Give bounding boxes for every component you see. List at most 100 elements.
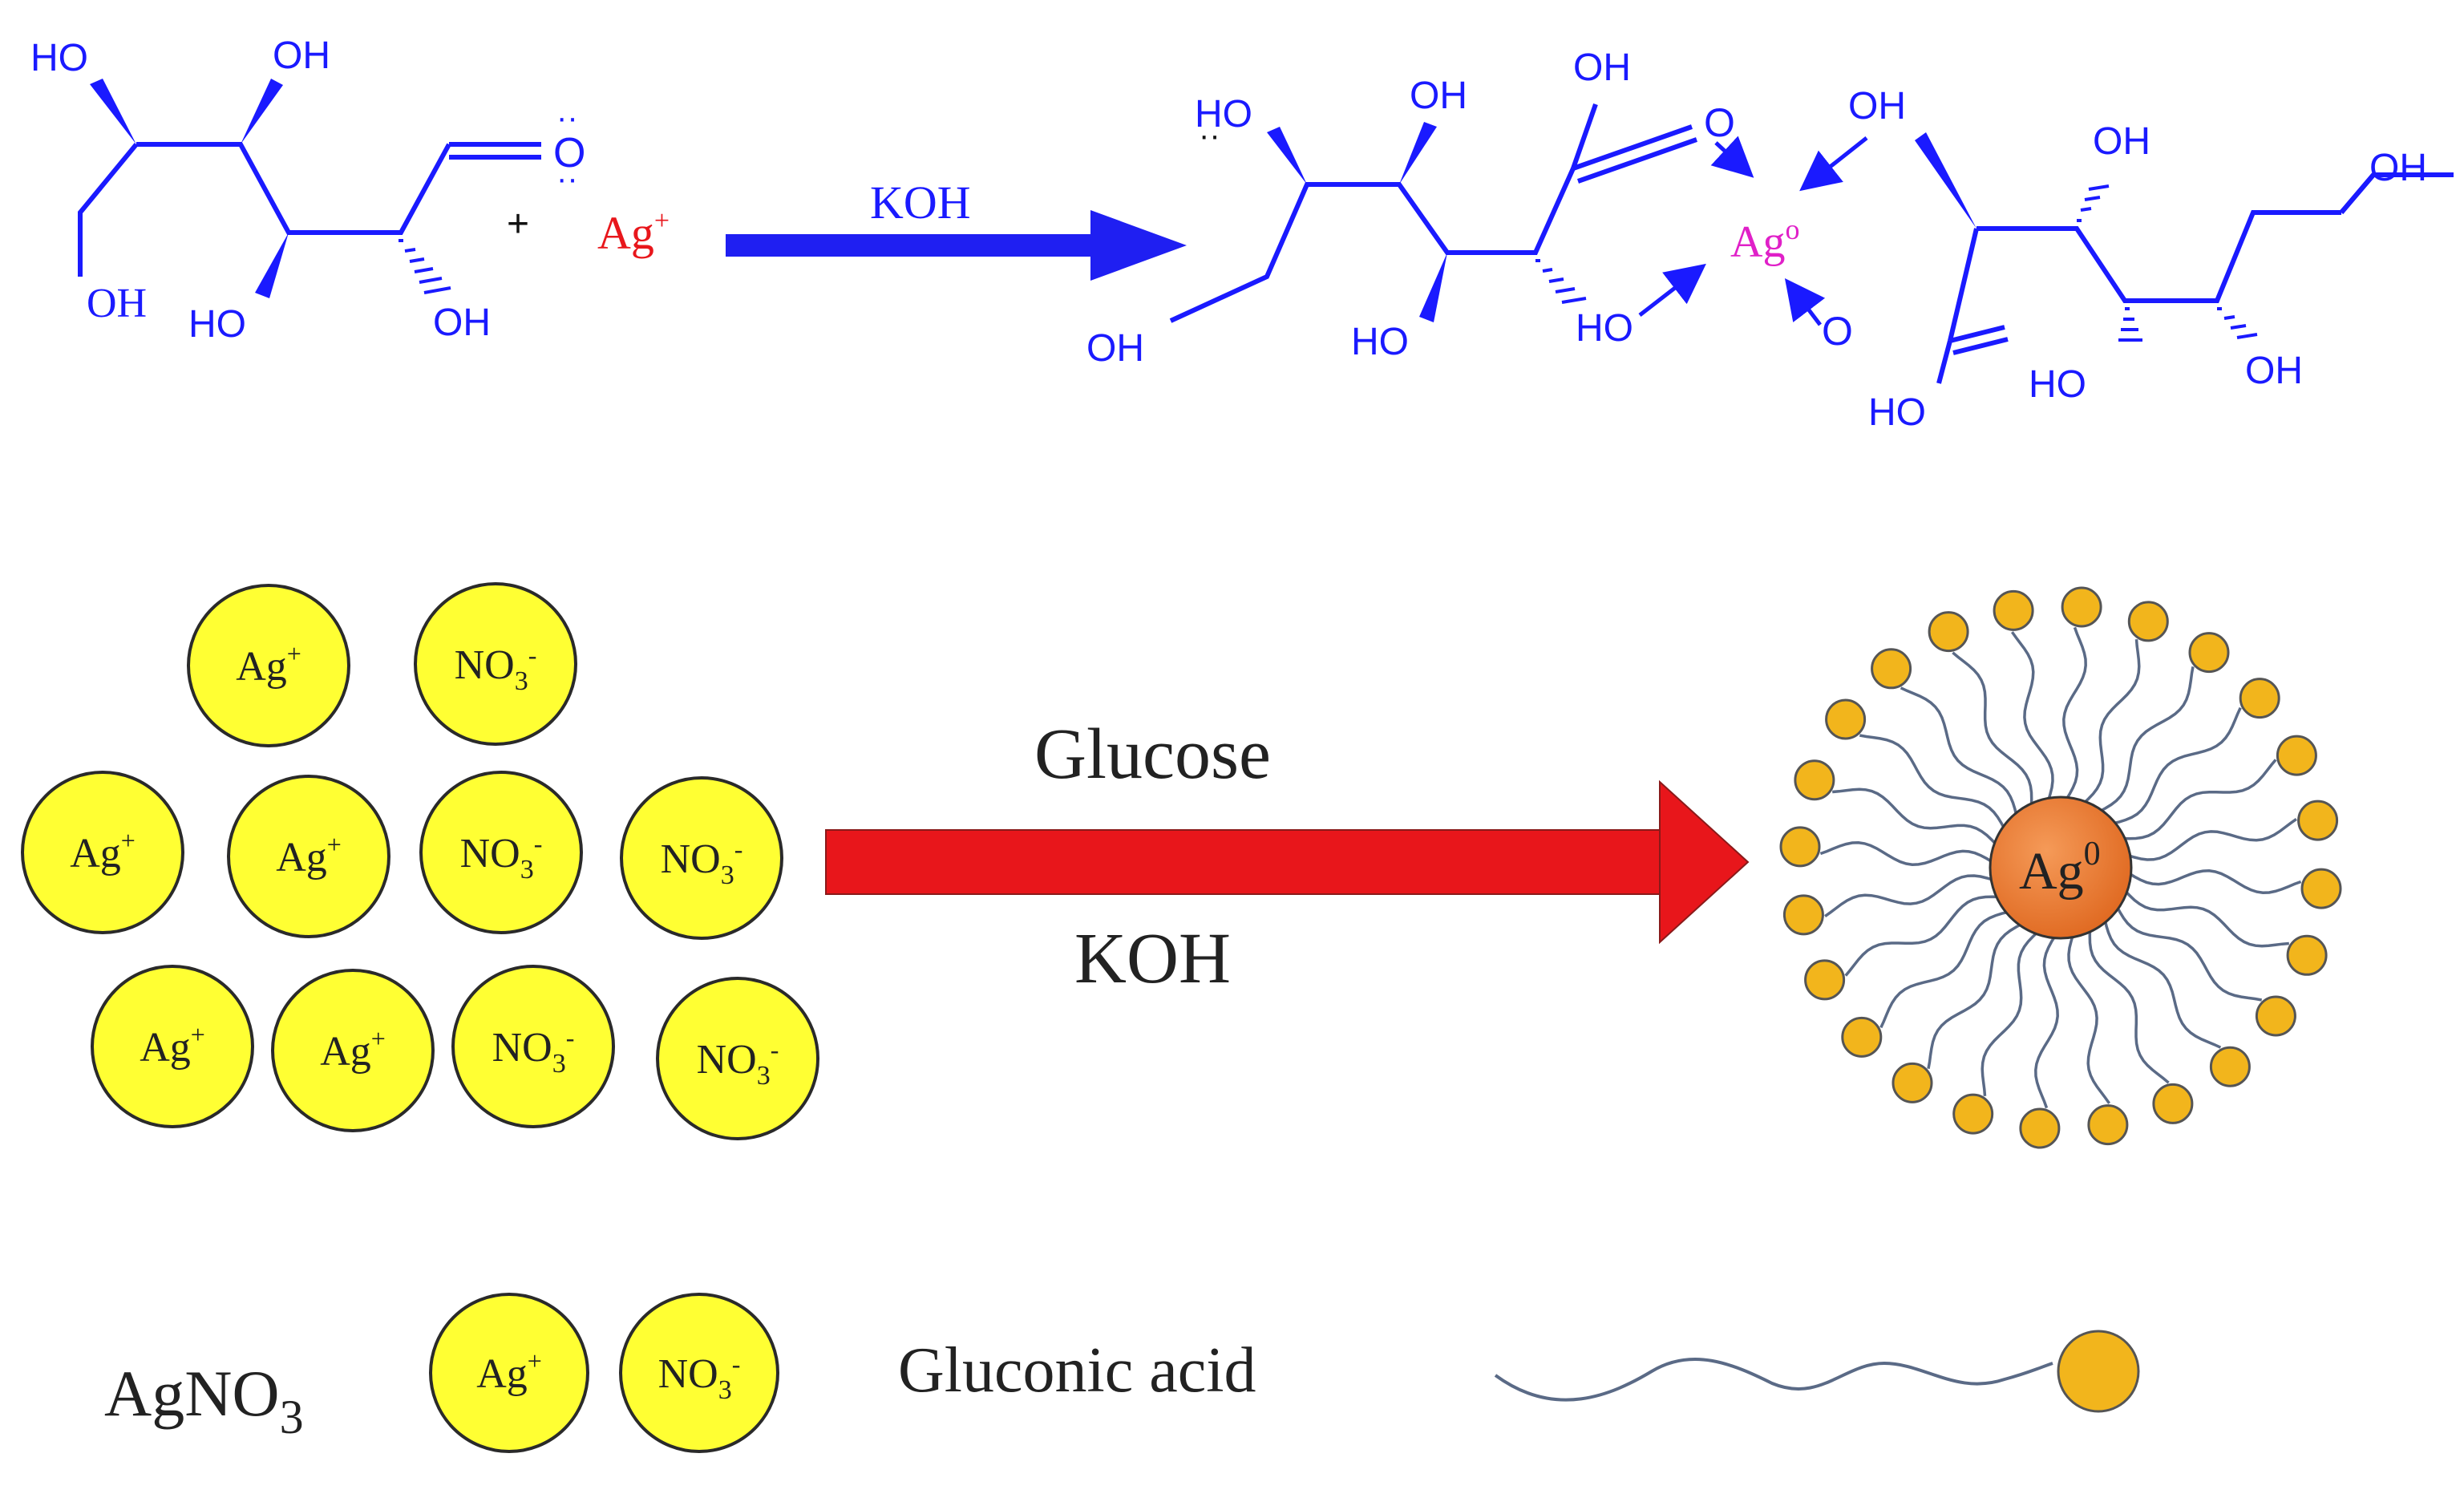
nitrate-ion-label: NO3- [492,1023,575,1079]
complex-oh-label: HO [1351,321,1409,363]
silver-ion-label: Ag+ [140,1020,205,1071]
silver-atom-label: Ago [1730,213,1799,267]
ligand-tail [2010,631,2054,801]
nitrate-ion-bubble: NO3- [451,965,615,1128]
ligand-tail [1832,787,1998,846]
complex-oh-label: OH [1086,327,1144,370]
synthesis-arrow-top-label: Glucose [1034,715,1271,794]
ligand-tail [1859,734,2006,830]
legend-ligand-tail [1494,1358,2053,1402]
right-acid-ho-label: HO [1868,391,1926,434]
ligand-head-icon [2255,995,2296,1037]
glucose-lone-pair: ·· [556,100,578,136]
legend: AgNO3 Ag+NO3- Gluconic acid [104,1293,2140,1453]
ligand-head-icon [2239,678,2280,719]
coordination-arrows [1638,136,1868,326]
ligand-tail [1824,874,1994,918]
nitrate-ion-label: NO3- [661,835,743,890]
nitrate-ion-label: NO3- [455,641,537,696]
ligand-tail [2127,817,2297,861]
glucose-lone-pair: ·· [556,161,578,196]
ligand-head-icon [2061,586,2102,628]
silver-ion-bubble: Ag+ [187,584,350,747]
ion-bubble-circle [419,771,583,934]
ion-bubble-circle [451,965,615,1128]
bridge-oh-label: HO [1576,307,1633,350]
nitrate-ion-label: NO3- [658,1350,741,1405]
ligand-head-icon [1779,826,1821,868]
ion-bubble-circle [271,969,435,1132]
ligand-head-icon [1825,698,1867,740]
ligand-head-icon [2209,1046,2251,1087]
ligand-tail [2034,934,2059,1109]
bridge-oh-label: OH [1848,85,1906,128]
bridge-oxygen-label: O [1822,309,1853,354]
ligand-head-icon [1794,759,1835,801]
synthesis-arrow [825,779,1750,945]
ligand-head-icon [1993,589,2034,631]
ligand-head-icon [2297,800,2339,841]
glucose-stereo-wedges [90,79,289,298]
ion-bubble-circle [620,776,783,940]
ion-bubble-circle [21,771,184,934]
silver-gluconate-complex [1169,103,2454,384]
glucose-oh-label: OH [273,34,330,77]
ligand-head-icon [2286,934,2328,976]
silver-ion-label: Ag+ [276,830,342,881]
silver-ion-label: Ag+ [70,826,136,877]
ion-bubble-circle [187,584,350,747]
nitrate-ion-label: NO3- [460,829,543,885]
ligand-head-icon [1928,611,1969,653]
ligand-head-icon [1841,1016,1883,1058]
right-oh-label: OH [2245,350,2303,392]
ligand-tail [1927,922,2023,1070]
complex-oh-label: OH [1410,75,1467,117]
silver-ion-bubble: Ag+ [227,775,390,938]
ligand-tail [1952,651,2033,807]
complex-oh-label: HO [1195,93,1252,136]
ligand-head-icon [2087,1104,2129,1146]
ligand-tail [1819,841,1994,866]
right-oh-label: HO [2029,363,2086,406]
silver-ion-bubble: Ag+ [91,965,254,1128]
nitrate-ion-bubble: NO3- [419,771,583,934]
complex-stereo-wedges [1267,122,1976,322]
nitrate-ion-bubble: NO3- [656,977,819,1140]
ligand-tail [2103,919,2222,1049]
nitrate-ion-bubble: NO3- [619,1293,779,1453]
ligand-head-icon [1952,1093,1994,1135]
complex-acid-oh: OH [1573,47,1631,89]
ion-bubble-circle [429,1293,589,1453]
nitrate-ion-bubble: NO3- [620,776,783,940]
silver-ion-bubble: Ag+ [271,969,435,1132]
legend-ion-pair: Ag+ NO3- [429,1293,779,1453]
ligand-tail [1900,686,2018,816]
glucose-oh-label: HO [30,37,88,79]
glucose-carbonyl-oxygen: O [553,130,585,176]
glucose-molecule [78,142,541,277]
ion-bubble-circle [414,582,577,746]
silver-core [1989,796,2133,940]
ligand-head-icon [2152,1083,2194,1124]
ion-bubble-cluster: Ag+ NO3- Ag+ Ag+ NO3- NO3- Ag+ Ag+ NO3- NO3- [21,582,819,1140]
ligand-tail [2098,666,2195,813]
silver-ion-label: Ag+ [476,1346,542,1397]
ion-bubble-circle [91,965,254,1128]
complex-acid-oxygen: O [1704,100,1735,145]
ion-bubble-circle [619,1293,779,1453]
ligand-head-icon [1804,959,1846,1001]
legend-ligand-head-icon [2057,1330,2140,1413]
ligand-tail [2112,706,2242,825]
complex-lone-pair: ·· [1199,118,1220,153]
ligand-tail [2122,759,2277,840]
silver-ion-bubble: Ag+ [429,1293,589,1453]
nitrate-ion-label: NO3- [697,1035,779,1091]
silver-ion-label: Ag+ [236,639,301,690]
ligand-tail [2123,889,2289,948]
reaction-arrow [726,210,1187,281]
glucose-oh-label: HO [188,303,246,346]
legend-agno3-label: AgNO3 [104,1357,304,1443]
ligand-tail [1879,910,2009,1029]
ligand-head-icon [2127,601,2169,642]
